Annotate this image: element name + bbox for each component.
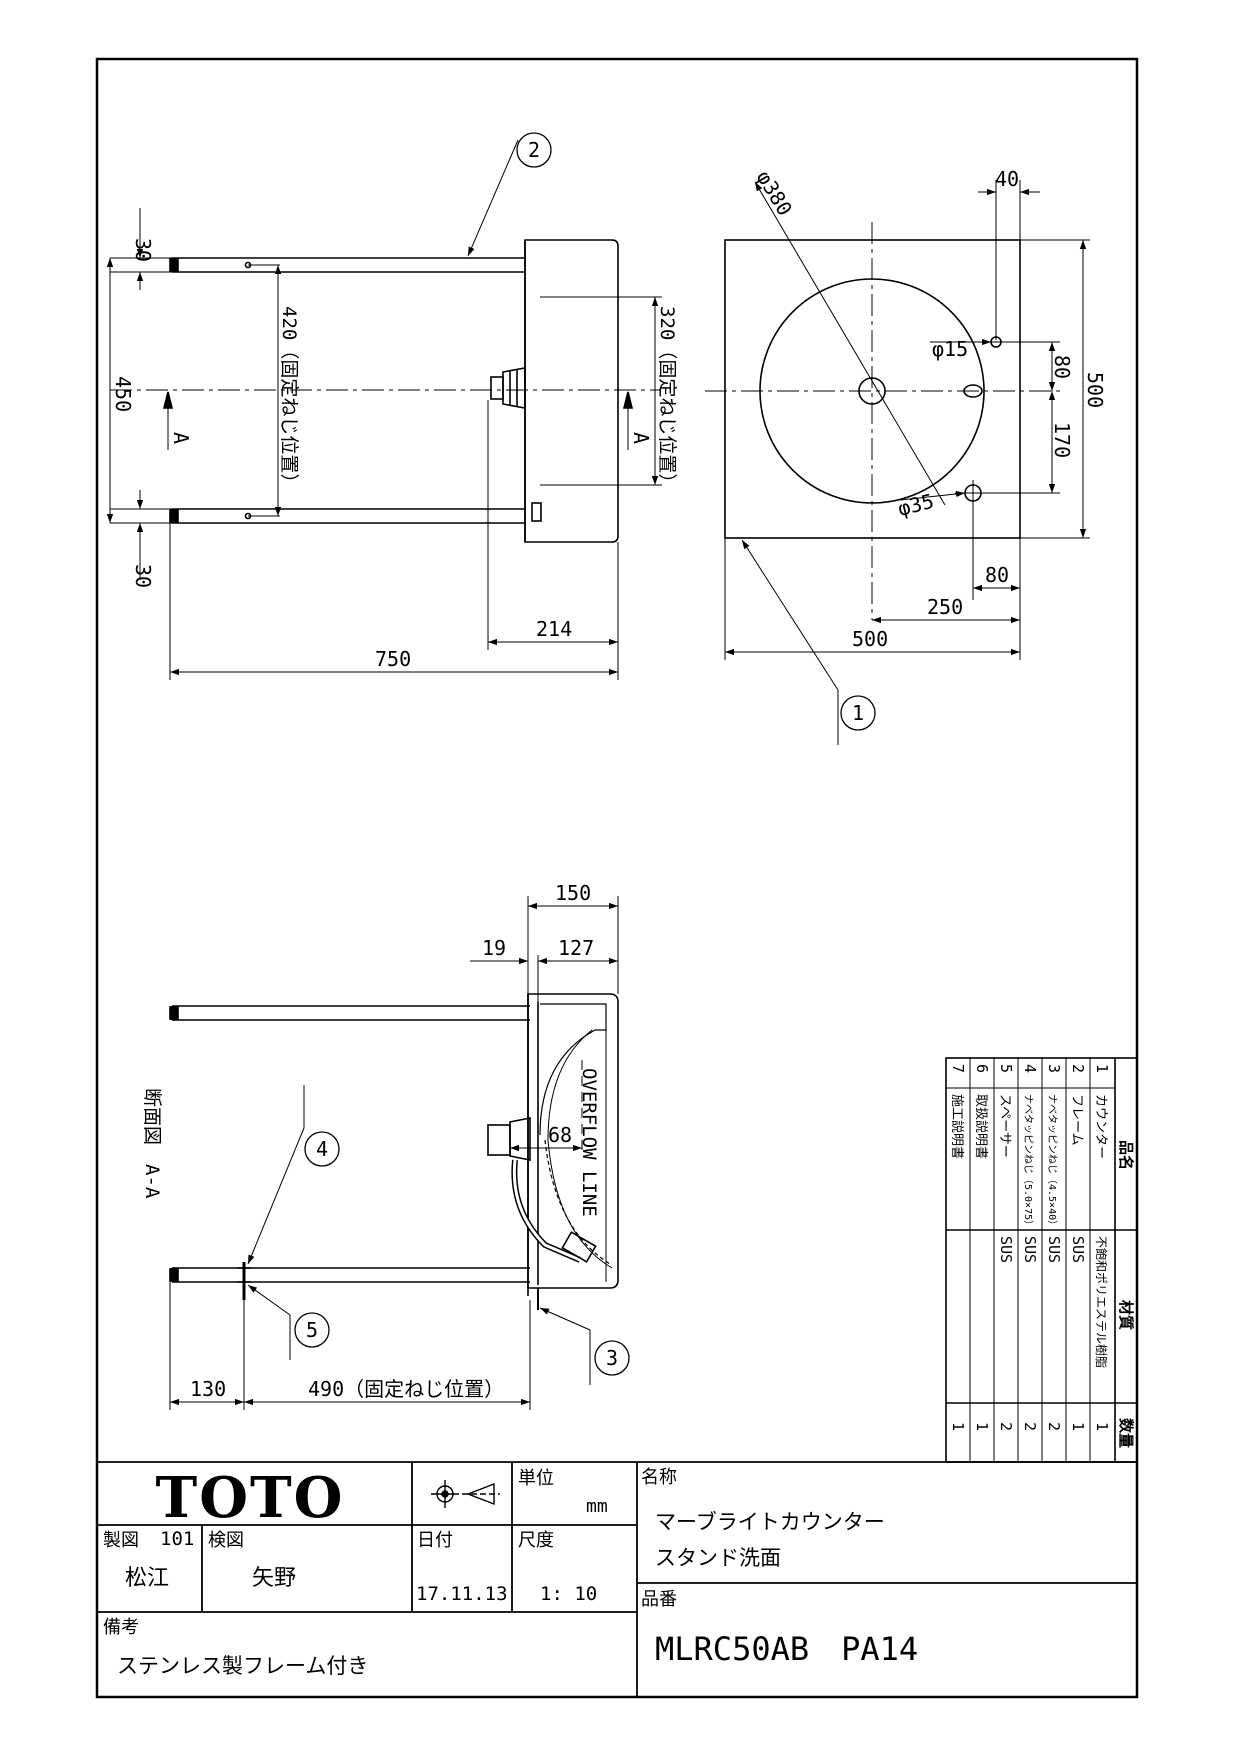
projection-symbol: [431, 1480, 500, 1508]
dim-420: 420（固定ねじ位置）: [278, 306, 300, 492]
dim-phi15: φ15: [932, 337, 968, 361]
dim-phi35: φ35: [895, 489, 936, 521]
balloon-3-label: 3: [606, 1346, 618, 1370]
row-4-material: SUS: [1021, 1236, 1039, 1263]
top-view: [106, 132, 662, 680]
scale-label: 尺度: [518, 1530, 554, 1551]
checked-label: 検図: [208, 1530, 244, 1551]
section-view-text: 断面図 A-A OVERFLOW LINE 150 19 127 68 130 …: [141, 881, 618, 1401]
parts-table-text: 品名 材質 数量 1 カウンター 不飽和ポリエステル樹脂 1 2 フレーム SU…: [949, 1064, 1135, 1448]
row-5-name: スペーサー: [997, 1094, 1012, 1158]
toto-logo: TOTO: [155, 1465, 345, 1531]
product-name-line2: スタンド洗面: [655, 1546, 781, 1570]
row-6-name: 取扱説明書: [973, 1094, 989, 1159]
row-4-name: ナベタッピンねじ（5.0×75）: [1022, 1094, 1034, 1230]
balloon-2-label: 2: [528, 138, 540, 162]
date-value: 17.11.13: [416, 1583, 508, 1605]
row-2-name: フレーム: [1069, 1094, 1084, 1146]
row-5-material: SUS: [997, 1236, 1015, 1263]
section-mark-left: A: [169, 432, 193, 444]
balloon-3: [594, 1340, 630, 1376]
dim-68: 68: [548, 1123, 572, 1147]
row-2-material: SUS: [1069, 1236, 1087, 1263]
balloon-5: [294, 1312, 330, 1348]
header-material: 材質: [1117, 1300, 1135, 1330]
row-6-qty: 1: [973, 1422, 991, 1431]
dim-170: 170: [1050, 422, 1074, 458]
remarks-label: 備考: [103, 1617, 139, 1638]
row-7-no: 7: [949, 1064, 967, 1073]
row-3-material: SUS: [1045, 1236, 1063, 1263]
row-1-no: 1: [1093, 1064, 1111, 1073]
product-name-line1: マーブライトカウンター: [655, 1510, 885, 1534]
scale-value: 1: 10: [540, 1583, 598, 1605]
dim-40: 40: [995, 167, 1019, 191]
dim-150: 150: [555, 881, 591, 905]
row-1-material: 不飽和ポリエステル樹脂: [1094, 1236, 1109, 1368]
name-label: 名称: [641, 1467, 677, 1488]
header-qty: 数量: [1117, 1418, 1135, 1448]
dim-450: 450: [111, 376, 135, 412]
date-label: 日付: [417, 1530, 453, 1551]
dim-phi380: φ380: [752, 166, 797, 220]
row-7-name: 施工説明書: [949, 1094, 965, 1159]
dim-320: 320（固定ねじ位置）: [656, 306, 678, 492]
row-6-no: 6: [973, 1064, 991, 1073]
dim-80-bottom: 80: [985, 563, 1009, 587]
dim-80-right: 80: [1050, 355, 1074, 379]
dim-490: 490（固定ねじ位置）: [308, 1377, 504, 1401]
product-number: MLRC50AB PA14: [655, 1630, 919, 1668]
plan-view: [705, 180, 1090, 745]
overflow-line-label: OVERFLOW LINE: [578, 1068, 600, 1217]
dim-127: 127: [558, 936, 594, 960]
unit-label: 単位: [518, 1468, 554, 1489]
row-5-qty: 2: [997, 1422, 1015, 1431]
row-3-no: 3: [1045, 1064, 1063, 1073]
title-block-grid: [97, 1461, 1137, 1697]
row-3-name: ナベタッピンねじ（4.5×40）: [1046, 1094, 1058, 1230]
balloon-2: [516, 132, 552, 168]
checked-name: 矢野: [252, 1566, 297, 1591]
sheet-border: [95, 57, 1139, 1699]
dim-214: 214: [536, 617, 572, 641]
dim-130: 130: [190, 1377, 226, 1401]
balloon-1-label: 1: [852, 701, 864, 725]
remarks-text: ステンレス製フレーム付き: [117, 1654, 369, 1678]
top-view-text: 30 30 450 420（固定ねじ位置） 320（固定ねじ位置） A A 21…: [111, 138, 678, 671]
product-no-label: 品番: [641, 1589, 677, 1610]
row-1-qty: 1: [1093, 1422, 1111, 1431]
dim-500-bottom: 500: [852, 627, 888, 651]
section-mark-right: A: [629, 432, 653, 444]
dim-30-top: 30: [131, 238, 155, 262]
balloon-1: [840, 695, 876, 731]
row-2-no: 2: [1069, 1064, 1087, 1073]
dim-750: 750: [375, 647, 411, 671]
unit-value: mm: [586, 1496, 608, 1517]
row-4-qty: 2: [1021, 1422, 1039, 1431]
row-7-qty: 1: [949, 1422, 967, 1431]
plan-view-text: φ380 40 φ15 80 170 500 φ35 80 250 500 1: [752, 166, 1107, 725]
row-1-name: カウンター: [1093, 1094, 1108, 1159]
drawn-code: 101: [160, 1528, 195, 1550]
dim-500-right: 500: [1083, 372, 1107, 408]
section-view: [169, 896, 630, 1410]
dim-250: 250: [927, 595, 963, 619]
row-3-qty: 2: [1045, 1422, 1063, 1431]
balloon-4-label: 4: [316, 1137, 328, 1161]
row-2-qty: 1: [1069, 1422, 1087, 1431]
header-name: 品名: [1117, 1140, 1135, 1170]
dim-30-bottom: 30: [131, 564, 155, 588]
balloon-4: [304, 1131, 340, 1167]
section-label: 断面図 A-A: [141, 1088, 163, 1199]
row-4-no: 4: [1021, 1064, 1039, 1073]
dim-19: 19: [482, 936, 506, 960]
balloon-5-label: 5: [306, 1318, 318, 1342]
row-5-no: 5: [997, 1064, 1015, 1073]
drawn-name: 松江: [125, 1566, 170, 1591]
drawn-label: 製図: [103, 1530, 139, 1551]
